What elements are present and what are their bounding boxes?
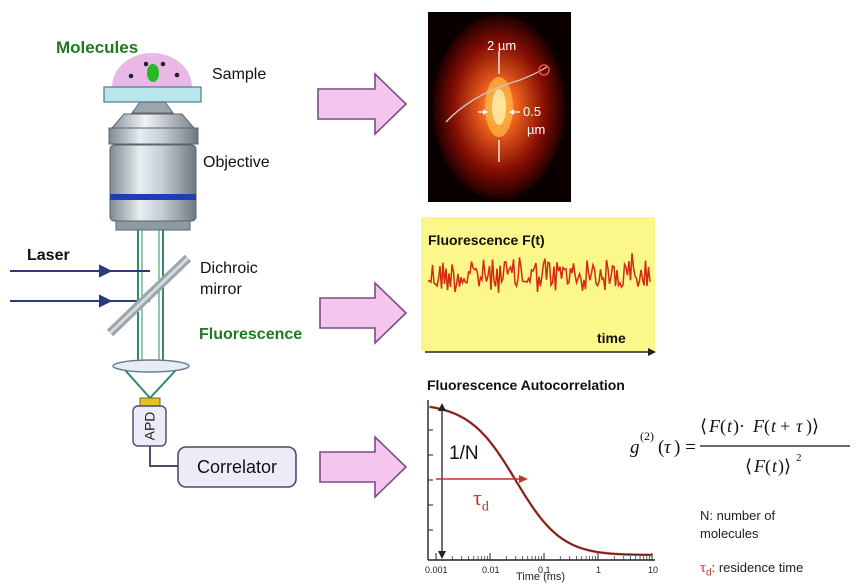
sample-slide (103, 86, 202, 103)
svg-text:(: ( (720, 416, 726, 437)
arrow-correlator-to-autocorr (319, 435, 408, 499)
molecules-dome (112, 53, 192, 87)
svg-text:(2): (2) (640, 429, 654, 443)
svg-text:g: g (630, 437, 640, 458)
svg-text:F: F (708, 416, 721, 436)
svg-text:)⟩: )⟩ (806, 416, 819, 437)
legend-tau-sub: d (706, 567, 712, 579)
objective-lens (108, 101, 199, 231)
label-laser: Laser (27, 247, 70, 264)
legend-n-2: molecules (700, 526, 759, 541)
label-correlator: Correlator (196, 456, 278, 477)
legend-tau-symbol: τ (700, 560, 707, 576)
legend-tau-desc: residence time (718, 560, 804, 575)
tau-symbol: τ (473, 485, 482, 510)
svg-text:+: + (780, 416, 790, 436)
tau-subscript: d (481, 499, 489, 515)
label-objective: Objective (203, 154, 270, 171)
legend-n-1: N: number of (700, 508, 776, 523)
apd-cable (149, 446, 178, 467)
arrow-sample-to-focus (317, 72, 408, 136)
apd-label-wrap: APD (133, 406, 166, 446)
tick-0: 0.001 (425, 565, 448, 575)
label-fluorescence: Fluorescence (199, 326, 303, 343)
svg-text:τ: τ (664, 437, 672, 458)
fluorescence-trace (427, 253, 651, 293)
arrow-fluorescence-to-trace (319, 281, 408, 345)
apd-window (139, 397, 161, 407)
svg-text:⟨: ⟨ (745, 456, 752, 476)
svg-text:(: ( (658, 437, 664, 458)
focusing-lens (112, 359, 190, 373)
correlator-box (177, 446, 297, 488)
label-tau-d: τd (473, 485, 489, 515)
autocorr-plot (427, 400, 655, 561)
label-size-short-2: µm (527, 122, 546, 137)
trace-xlabel: time (597, 330, 626, 346)
label-molecules: Molecules (56, 38, 139, 57)
tick-1: 0.01 (482, 565, 500, 575)
label-apd: APD (141, 411, 158, 441)
svg-text:(: ( (764, 416, 770, 437)
svg-text:t: t (771, 416, 777, 436)
svg-text:τ: τ (796, 416, 803, 436)
svg-text:)·: )· (733, 416, 745, 437)
tick-4: 10 (648, 565, 659, 575)
svg-text:t: t (772, 456, 778, 476)
trace-panel (421, 217, 656, 356)
autocorr-xlabel: Time (ms) (516, 571, 566, 583)
label-size-short-1: 0.5 (523, 104, 542, 119)
autocorr-formula: g (2) ( τ ) = ⟨ F ( t )· F ( t + τ )⟩ ⟨ … (630, 416, 850, 477)
label-sample: Sample (212, 66, 267, 83)
tick-2: 0.1 (538, 565, 551, 575)
trace-title: Fluorescence F(t) (428, 232, 545, 248)
tick-3: 1 (596, 565, 602, 575)
label-dichroic-1: Dichroic (200, 260, 258, 277)
legend-tau: τd: residence time (700, 560, 804, 579)
svg-text:(: ( (765, 456, 771, 477)
autocorr-title: Fluorescence Autocorrelation (427, 377, 625, 393)
svg-text:t: t (727, 416, 733, 436)
label-size-long: 2 µm (487, 38, 517, 53)
label-dichroic-2: mirror (200, 281, 242, 298)
focus-image (428, 12, 571, 202)
svg-text:) =: ) = (674, 437, 696, 458)
svg-text:F: F (753, 456, 766, 476)
svg-text:F: F (752, 416, 765, 436)
svg-text:⟨: ⟨ (700, 416, 707, 436)
autocorr-curve (429, 405, 652, 557)
laser-beams (10, 264, 150, 308)
label-one-over-n: 1/N (449, 443, 479, 464)
svg-text:2: 2 (796, 452, 802, 464)
svg-text:)⟩: )⟩ (778, 456, 791, 477)
